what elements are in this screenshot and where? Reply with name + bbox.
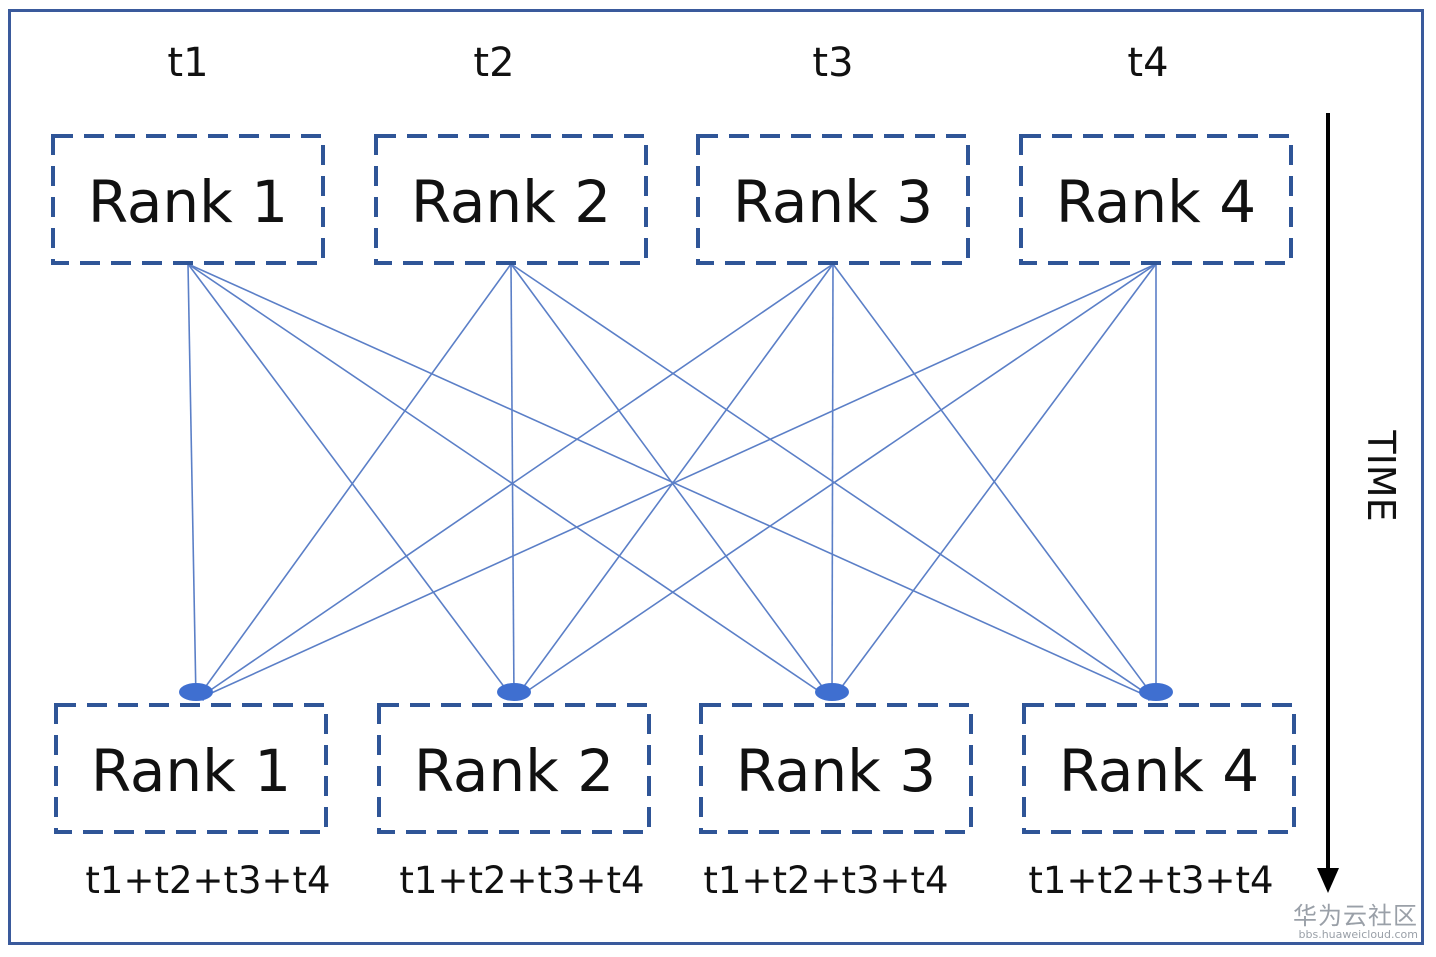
time-axis-arrowhead (1317, 868, 1339, 893)
arrowhead-cluster-2 (497, 683, 531, 701)
arrowhead-cluster-3 (815, 683, 849, 701)
edge-rank3-to-rank2 (513, 263, 834, 701)
edge-rank3-to-rank1 (195, 263, 834, 701)
bottom-rank-box-4: Rank 4 (1022, 703, 1296, 834)
edge-rank4-to-rank2 (513, 263, 1157, 701)
top-rank-box-3: Rank 3 (696, 134, 970, 265)
watermark: 华为云社区 bbs.huaweicloud.com (1293, 904, 1418, 941)
top-time-label-t2: t2 (473, 40, 514, 86)
bottom-rank-label: Rank 3 (736, 737, 936, 805)
bottom-rank-label: Rank 2 (414, 737, 614, 805)
bottom-rank-label: Rank 4 (1059, 737, 1259, 805)
bottom-rank-box-2: Rank 2 (377, 703, 651, 834)
edge-rank3-to-rank3 (828, 263, 837, 701)
top-rank-label: Rank 2 (411, 168, 611, 236)
top-rank-box-2: Rank 2 (374, 134, 648, 265)
top-time-label-t4: t4 (1127, 40, 1168, 86)
edge-rank2-to-rank3 (510, 263, 833, 701)
bottom-rank-box-3: Rank 3 (699, 703, 973, 834)
communication-edges (179, 263, 1173, 701)
time-axis-label: TIME (1359, 429, 1403, 521)
top-time-label-t1: t1 (167, 40, 208, 86)
edge-rank1-to-rank1 (187, 263, 200, 701)
edge-rank2-to-rank1 (195, 263, 512, 701)
arrowhead-cluster-1 (179, 683, 213, 701)
bottom-sum-label-4: t1+t2+t3+t4 (1028, 859, 1273, 902)
edge-rank1-to-rank2 (187, 263, 515, 701)
top-rank-box-4: Rank 4 (1019, 134, 1293, 265)
watermark-text: 华为云社区 (1293, 902, 1418, 931)
edge-rank2-to-rank2 (509, 263, 518, 701)
top-time-label-t3: t3 (812, 40, 853, 86)
arrowhead-cluster-4 (1139, 683, 1173, 701)
edge-rank4-to-rank3 (831, 263, 1157, 701)
bottom-rank-box-1: Rank 1 (54, 703, 328, 834)
bottom-sum-label-1: t1+t2+t3+t4 (85, 859, 330, 902)
top-rank-label: Rank 4 (1056, 168, 1256, 236)
edge-rank2-to-rank4 (510, 263, 1157, 701)
edge-rank4-to-rank1 (195, 263, 1157, 701)
bottom-sum-label-2: t1+t2+t3+t4 (399, 859, 644, 902)
top-rank-label: Rank 3 (733, 168, 933, 236)
watermark-url: bbs.huaweicloud.com (1298, 928, 1418, 942)
edge-rank1-to-rank3 (187, 263, 833, 701)
top-rank-box-1: Rank 1 (51, 134, 325, 265)
top-rank-label: Rank 1 (88, 168, 288, 236)
bottom-sum-label-3: t1+t2+t3+t4 (703, 859, 948, 902)
bottom-rank-label: Rank 1 (91, 737, 291, 805)
diagram-frame (8, 9, 1424, 945)
